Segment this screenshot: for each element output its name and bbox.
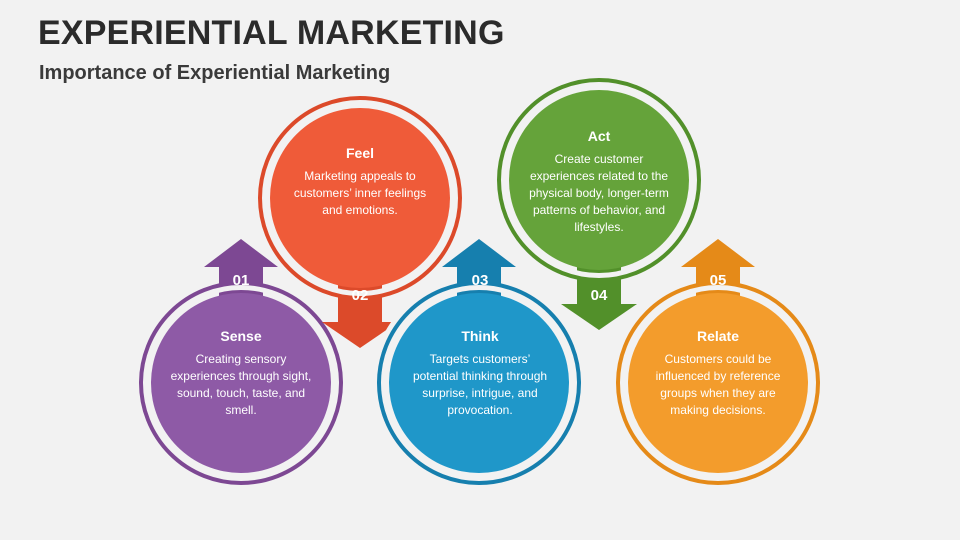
item-think-heading: Think — [461, 328, 499, 344]
item-think-number: 03 — [471, 272, 489, 289]
page-title: EXPERIENTIAL MARKETING — [38, 14, 505, 52]
item-act-arrow-stem — [577, 278, 621, 300]
item-relate-shape — [611, 239, 825, 490]
item-feel-body: Marketing appeals to customers’ inner fe… — [293, 169, 427, 217]
item-sense-disc — [151, 293, 331, 473]
item-relate-body: Customers could be influenced by referen… — [655, 352, 781, 417]
item-relate-text: Relate Customers could be influenced by … — [652, 328, 784, 419]
item-think-shape — [372, 239, 586, 490]
item-think-text: Think Targets customers’ potential think… — [410, 328, 550, 419]
item-relate-disc — [628, 293, 808, 473]
item-feel-disc — [270, 108, 450, 288]
item-think-body: Targets customers’ potential thinking th… — [412, 352, 548, 417]
item-act-text: Act Create customer experiences related … — [522, 128, 676, 236]
item-relate-arrow-stem — [696, 267, 740, 285]
item-act-shape — [492, 73, 706, 330]
item-act-heading: Act — [587, 128, 611, 144]
item-relate-number: 05 — [709, 272, 727, 289]
item-sense-heading: Sense — [220, 328, 262, 344]
item-act-number: 04 — [590, 287, 608, 304]
item-feel-heading: Feel — [345, 145, 374, 161]
item-act-disc — [509, 90, 689, 270]
item-sense-shape — [134, 239, 348, 490]
item-sense-body: Creating sensory experiences through sig… — [170, 352, 312, 417]
item-feel-number: 02 — [351, 287, 369, 304]
item-relate-heading: Relate — [696, 328, 740, 344]
item-act-body: Create customer experiences related to t… — [529, 152, 669, 234]
item-sense-text: Sense Creating sensory experiences throu… — [170, 328, 312, 419]
page-subtitle: Importance of Experiential Marketing — [39, 62, 391, 84]
item-think-arrow-stem — [457, 267, 501, 285]
item-feel-shape — [253, 91, 467, 348]
item-sense-arrow-stem — [219, 267, 263, 285]
item-feel-arrow-stem — [338, 296, 382, 318]
item-sense-number: 01 — [232, 272, 250, 289]
item-feel-text: Feel Marketing appeals to customers’ inn… — [290, 145, 430, 219]
item-think-disc — [389, 293, 569, 473]
